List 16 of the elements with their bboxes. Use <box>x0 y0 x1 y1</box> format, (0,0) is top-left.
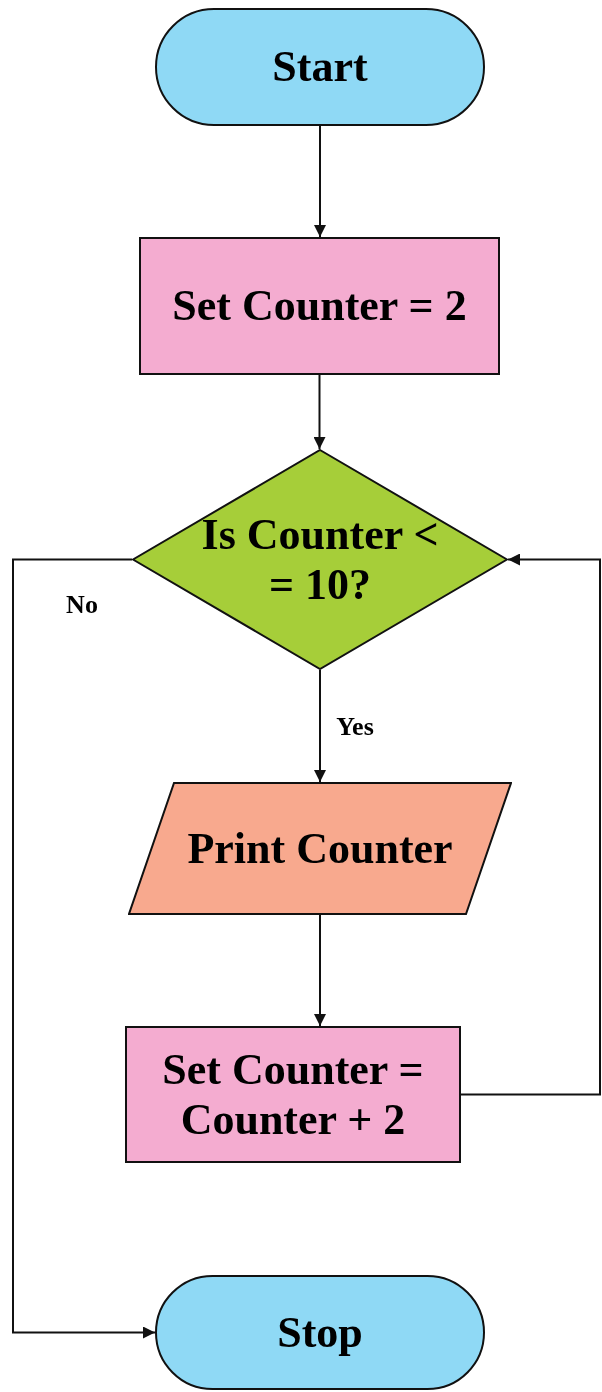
node-text: Start <box>272 42 368 92</box>
arrow <box>314 914 326 1027</box>
node-text: Print Counter <box>187 823 453 874</box>
decision-diamond <box>132 449 508 670</box>
node-text: Set Counter = 2 <box>172 281 467 331</box>
output-parallelogram <box>128 782 512 915</box>
node-text: Stop <box>277 1307 363 1358</box>
node-text: Is Counter < = 10? <box>200 510 440 609</box>
process-box <box>125 1026 461 1163</box>
arrow <box>460 553 601 1096</box>
arrow <box>314 669 326 783</box>
node-text: Set Counter = Counter + 2 <box>161 1045 425 1144</box>
arrow <box>314 125 326 238</box>
arrow <box>12 558 156 1339</box>
arrow <box>313 374 326 450</box>
process-box <box>139 237 500 375</box>
